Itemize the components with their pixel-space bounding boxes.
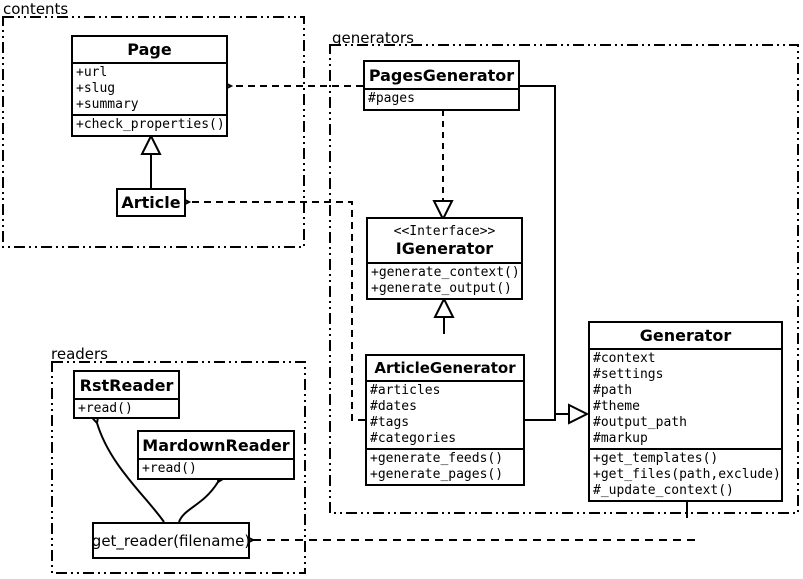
class-pagesgenerator-title: PagesGenerator xyxy=(368,65,515,85)
class-articlegenerator: ArticleGenerator #articles #dates #tags … xyxy=(365,354,525,486)
class-pagesgenerator: PagesGenerator #pages xyxy=(363,60,520,111)
method: +generate_feeds() xyxy=(370,451,504,466)
method: +read() xyxy=(142,461,197,476)
class-generator: Generator #context #settings #path #them… xyxy=(588,321,783,502)
attribute: #settings xyxy=(593,367,664,382)
method: +generate_pages() xyxy=(370,467,504,482)
method: +get_templates() xyxy=(593,451,719,466)
class-article: Article xyxy=(116,188,186,217)
method: +get_files(path,exclude) xyxy=(593,467,781,482)
edge-articlegenerator-depends-article xyxy=(176,195,365,421)
node-get-reader: get_reader(filename) xyxy=(92,522,250,559)
attribute: #articles xyxy=(370,383,441,398)
method: +read() xyxy=(78,401,133,416)
edge-articlegenerator-inherits-generator xyxy=(525,414,556,421)
method: #_update_context() xyxy=(593,483,734,498)
class-igenerator-stereotype: <<Interface>> xyxy=(393,223,496,239)
method: +generate_context() xyxy=(371,265,520,280)
node-get-reader-label: get_reader(filename) xyxy=(91,531,251,550)
class-igenerator: <<Interface>> IGenerator +generate_conte… xyxy=(366,217,523,300)
class-rstreader: RstReader +read() xyxy=(73,370,180,419)
class-page-title: Page xyxy=(127,40,172,59)
class-articlegenerator-methods: +generate_feeds() +generate_pages() xyxy=(367,448,523,484)
class-igenerator-title: <<Interface>> IGenerator xyxy=(368,219,521,262)
class-mardownreader-methods: +read() xyxy=(139,458,293,478)
class-article-title: Article xyxy=(121,193,181,212)
attribute: #output_path xyxy=(593,415,687,430)
class-generator-title: Generator xyxy=(639,326,732,345)
class-igenerator-methods: +generate_context() +generate_output() xyxy=(368,262,521,298)
attribute: #markup xyxy=(593,431,648,446)
attribute: +url xyxy=(76,65,108,80)
method: +generate_output() xyxy=(371,281,512,296)
class-pagesgenerator-attributes: #pages xyxy=(365,88,518,109)
class-page-methods: +check_properties() xyxy=(73,114,226,135)
attribute: #dates xyxy=(370,399,417,414)
class-mardownreader-title: MardownReader xyxy=(142,435,290,455)
class-generator-attributes: #context #settings #path #theme #output_… xyxy=(590,348,781,448)
package-label-contents: contents xyxy=(3,0,69,18)
class-generator-methods: +get_templates() +get_files(path,exclude… xyxy=(590,448,781,500)
attribute: #categories xyxy=(370,431,457,446)
edge-getreader-to-rstreader xyxy=(87,409,165,523)
package-readers-border xyxy=(51,361,306,574)
method: +check_properties() xyxy=(76,117,225,132)
attribute: +summary xyxy=(76,97,139,112)
attribute: #path xyxy=(593,383,633,398)
class-rstreader-title: RstReader xyxy=(79,375,174,395)
attribute: +slug xyxy=(76,81,116,96)
class-articlegenerator-title: ArticleGenerator xyxy=(374,359,516,377)
attribute: #tags xyxy=(370,415,410,430)
attribute: #context xyxy=(593,351,656,366)
package-contents-border xyxy=(2,16,305,248)
package-label-generators: generators xyxy=(332,29,414,47)
class-page-attributes: +url +slug +summary xyxy=(73,62,226,114)
package-label-readers: readers xyxy=(51,345,108,363)
class-articlegenerator-attributes: #articles #dates #tags #categories xyxy=(367,380,523,448)
class-page: Page +url +slug +summary +check_properti… xyxy=(71,35,228,137)
attribute: #pages xyxy=(368,91,415,106)
package-generators-border xyxy=(329,44,799,514)
edge-getreader-to-mardownreader xyxy=(178,468,230,523)
attribute: #theme xyxy=(593,399,640,414)
class-igenerator-name: IGenerator xyxy=(395,238,494,258)
class-rstreader-methods: +read() xyxy=(75,398,178,417)
edge-pagesgenerator-inherits-generator xyxy=(520,85,590,425)
class-mardownreader: MardownReader +read() xyxy=(137,430,295,480)
